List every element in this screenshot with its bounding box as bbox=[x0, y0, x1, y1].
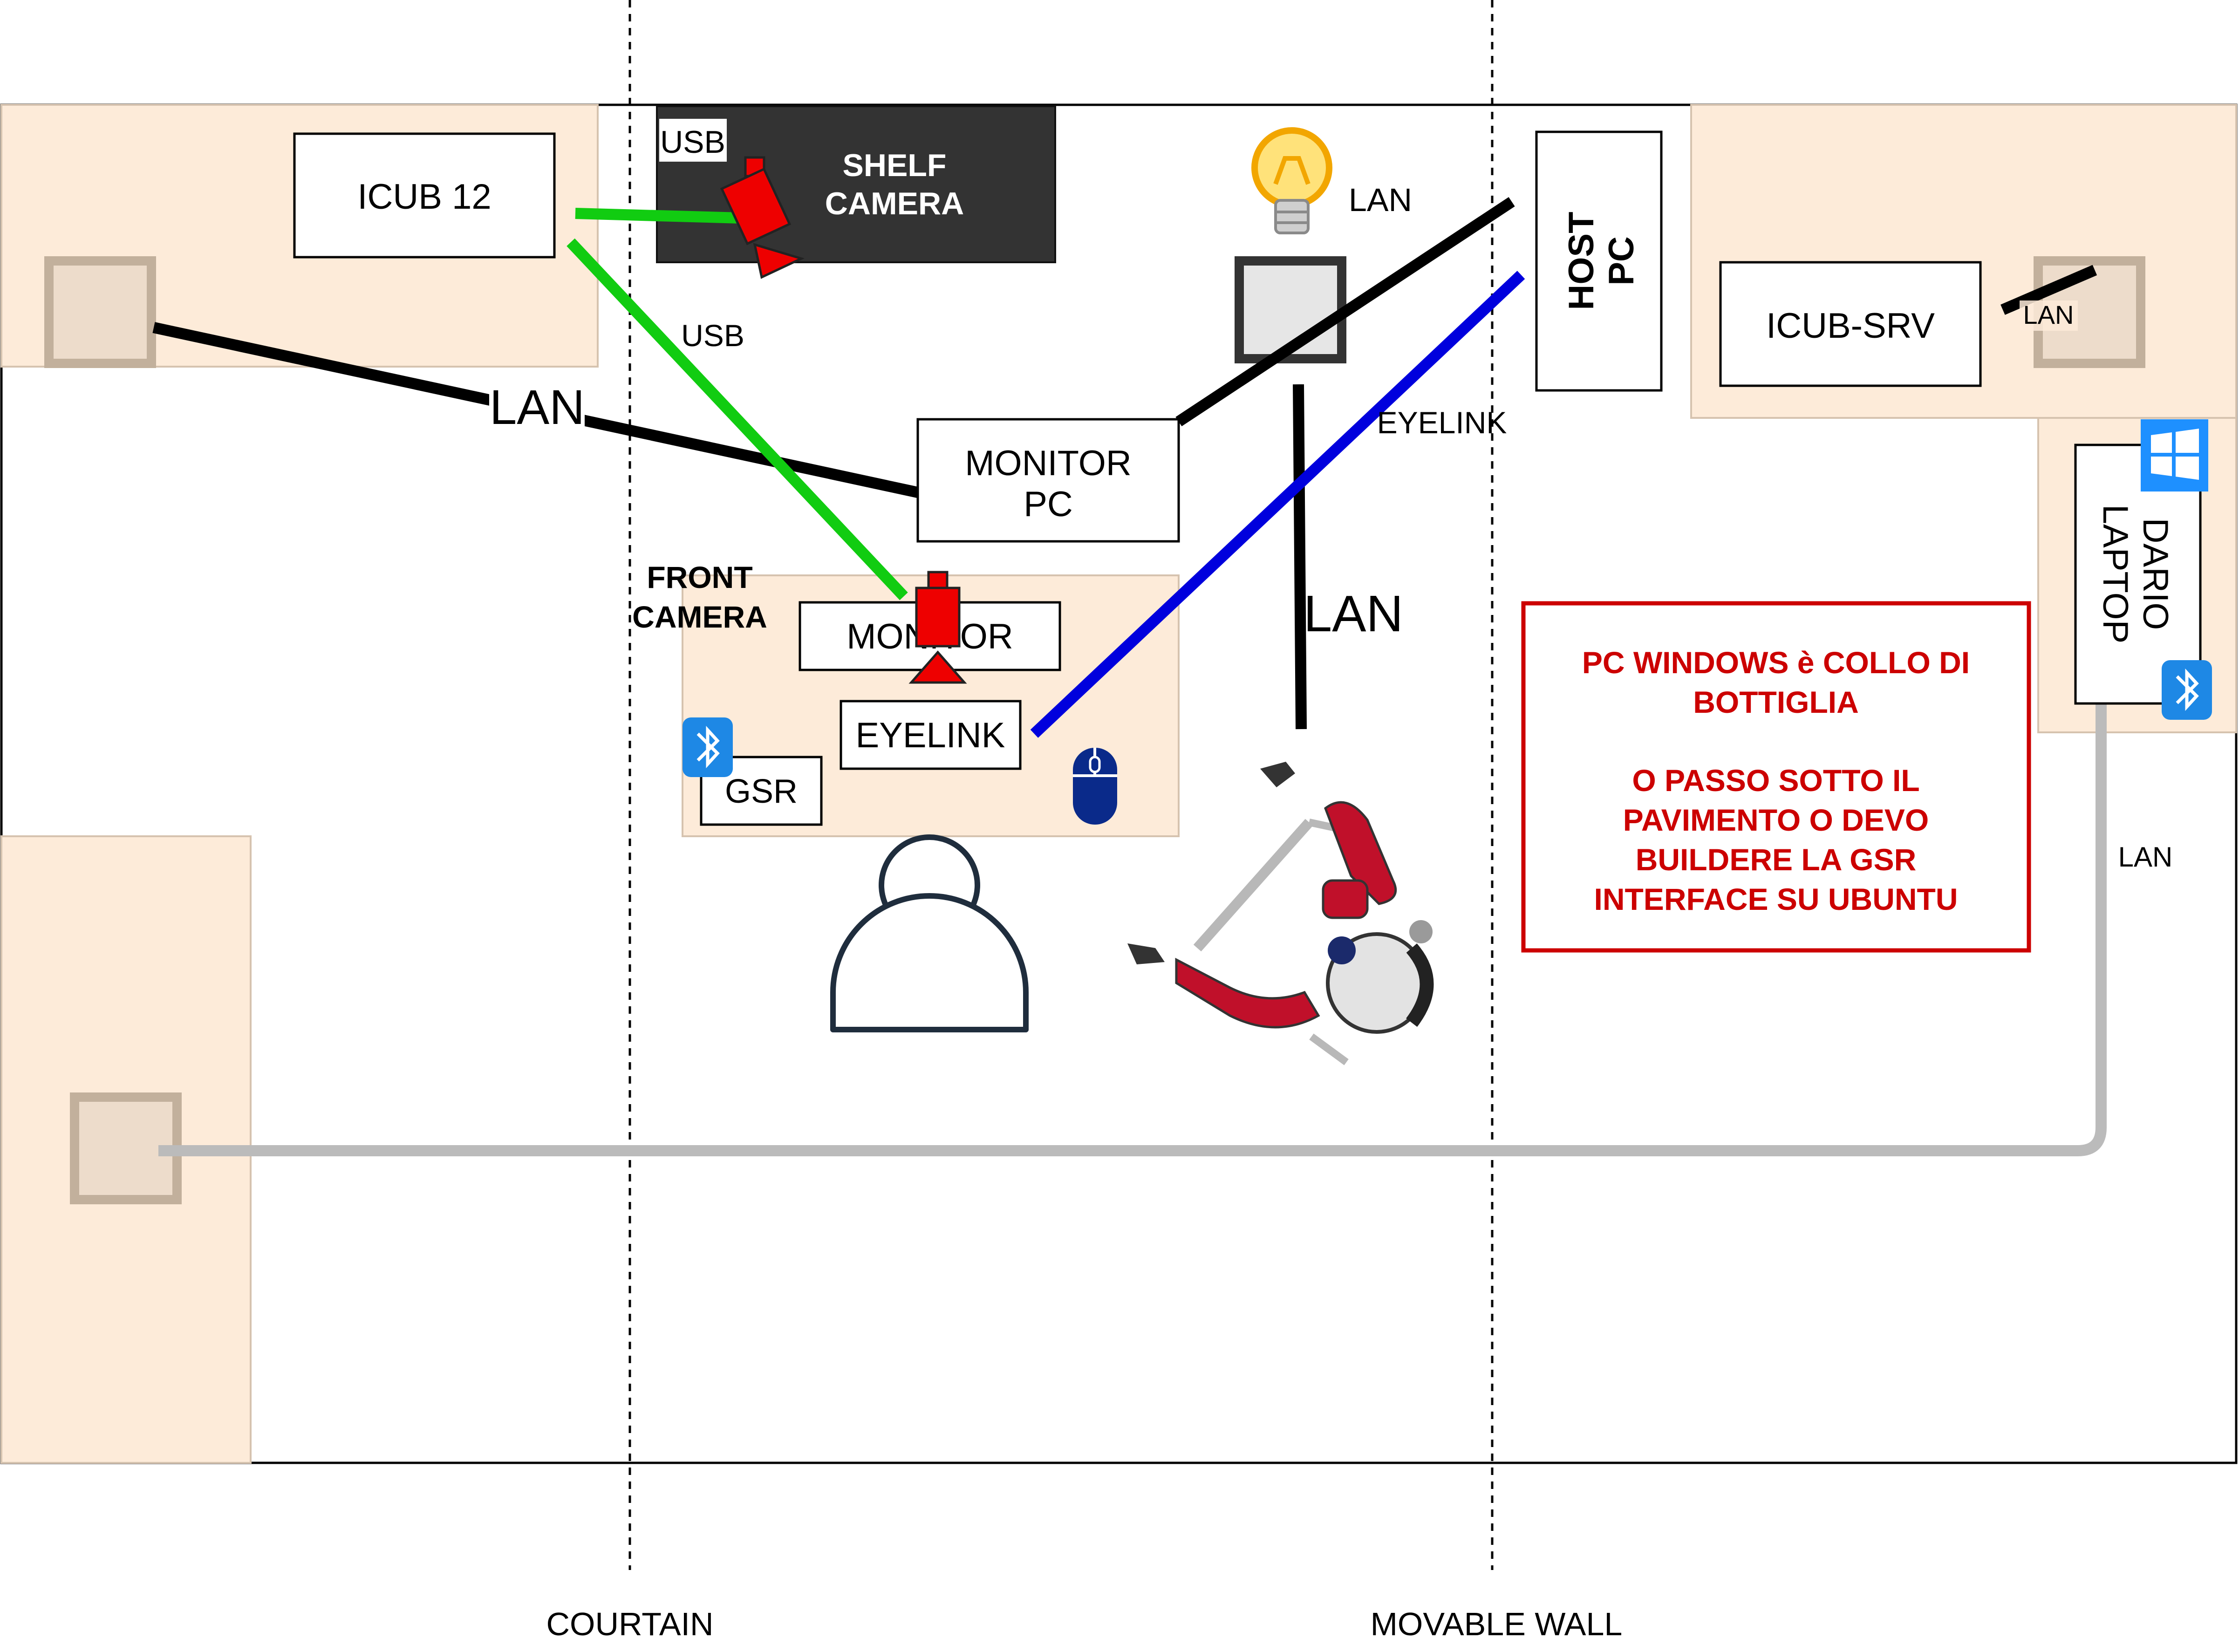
mouse-icon bbox=[1073, 748, 1117, 825]
svg-text:DARIO: DARIO bbox=[2136, 518, 2175, 630]
icub12-box bbox=[293, 132, 556, 259]
person-icon bbox=[830, 834, 1029, 1032]
camera-icon bbox=[908, 571, 967, 684]
note-line-3: O PASSO SOTTO IL bbox=[1632, 763, 1919, 798]
lan-lamp-label: LAN bbox=[1349, 182, 1412, 218]
bluetooth-icon bbox=[683, 717, 733, 777]
dario-laptop-label: DARIO LAPTOP bbox=[2096, 505, 2175, 644]
icub-srv-label: ICUB-SRV bbox=[1766, 306, 1935, 346]
usb-cable-front bbox=[567, 238, 908, 601]
usb-shelf-label: USB bbox=[660, 124, 725, 160]
front-camera-label-2: CAMERA bbox=[632, 600, 767, 634]
lan-socket-top-left bbox=[44, 256, 156, 368]
lan-srv-label: LAN bbox=[2023, 300, 2074, 329]
front-camera-label-1: FRONT bbox=[647, 560, 752, 594]
windows-icon bbox=[2141, 419, 2208, 492]
courtain-label: COURTAIN bbox=[546, 1606, 713, 1642]
note-line-2: BOTTIGLIA bbox=[1693, 685, 1859, 719]
lan-laptop-label: LAN bbox=[2118, 841, 2173, 873]
monitor-pc-box bbox=[916, 418, 1180, 543]
note-line-4: PAVIMENTO O DEVO bbox=[1623, 803, 1929, 837]
note-box bbox=[1521, 601, 2031, 953]
bluetooth-icon bbox=[2162, 660, 2212, 720]
lan-cable-robot bbox=[1293, 384, 1307, 730]
svg-text:HOST: HOST bbox=[1562, 212, 1601, 310]
note-line-5: BUILDERE LA GSR bbox=[1636, 842, 1917, 877]
camera-icon bbox=[720, 156, 805, 279]
lan-cable-srv bbox=[2000, 265, 2097, 315]
gsr-label: GSR bbox=[725, 773, 798, 810]
icub12-label: ICUB 12 bbox=[357, 177, 491, 217]
eyelink-box bbox=[840, 700, 1022, 770]
monitor-pc-label-2: PC bbox=[1024, 485, 1073, 524]
monitor-pc-label-1: MONITOR bbox=[965, 444, 1131, 483]
svg-text:LAPTOP: LAPTOP bbox=[2096, 505, 2135, 644]
lan-cable-laptop bbox=[158, 683, 2107, 1156]
shelf-camera-label-1: SHELF bbox=[843, 148, 947, 183]
note-line-6: INTERFACE SU UBUNTU bbox=[1594, 882, 1958, 916]
host-pc-label: HOST PC bbox=[1562, 212, 1641, 310]
usb-front-label: USB bbox=[681, 318, 744, 353]
lan-cable-monitor-pc-host bbox=[1175, 197, 1515, 427]
eyelink-cable bbox=[1030, 271, 1525, 738]
icub-srv-box bbox=[1719, 261, 1982, 387]
eyelink-label: EYELINK bbox=[855, 716, 1005, 755]
eyelink-connection-label: EYELINK bbox=[1377, 405, 1507, 440]
note-line-1: PC WINDOWS è COLLO DI bbox=[1582, 645, 1970, 680]
movable-wall-label: MOVABLE WALL bbox=[1371, 1606, 1623, 1642]
usb-cable-shelf bbox=[575, 208, 741, 224]
lan-icub12-label: LAN bbox=[490, 380, 585, 435]
shelf-camera-label-2: CAMERA bbox=[825, 186, 964, 221]
svg-text:PC: PC bbox=[1602, 236, 1641, 286]
lan-icub12-label-bg bbox=[489, 380, 585, 431]
lan-robot-label: LAN bbox=[1304, 585, 1403, 642]
light-bulb-icon bbox=[1251, 127, 1332, 234]
host-pc-box bbox=[1535, 130, 1663, 392]
usb-tag-bg bbox=[659, 119, 727, 162]
lan-srv-label-bg bbox=[2020, 300, 2078, 331]
robot-icon bbox=[1127, 762, 1434, 1065]
